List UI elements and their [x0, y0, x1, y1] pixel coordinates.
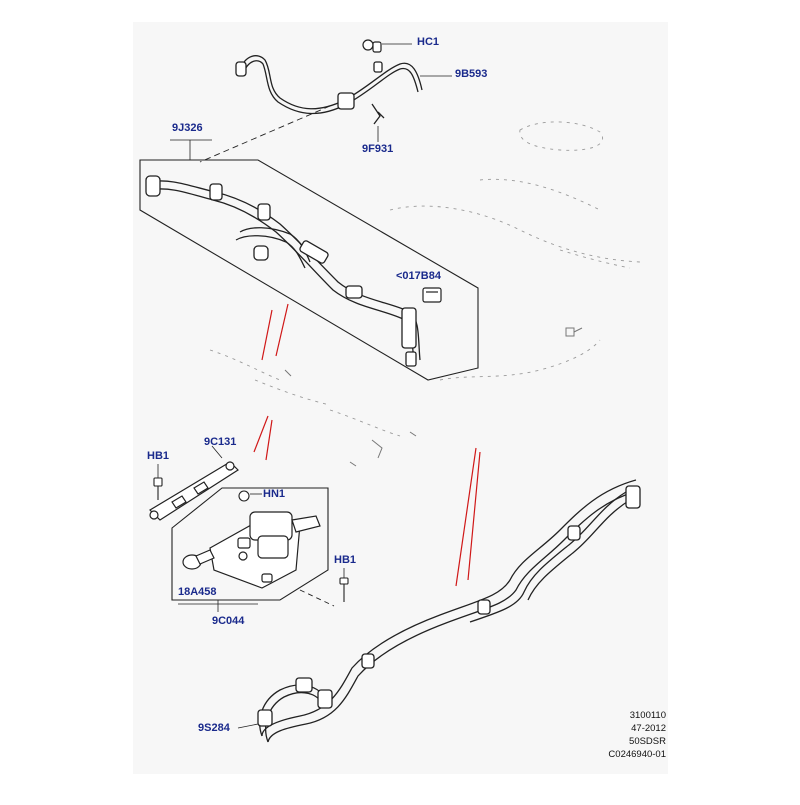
loose-fasteners-faded	[284, 327, 583, 467]
valve-box-9C044	[171, 487, 329, 612]
red-reference-marks	[253, 303, 481, 587]
label-HB1-left: HB1	[147, 450, 170, 462]
fuel-hose-9B593	[235, 55, 423, 125]
label-HN1: HN1	[263, 488, 286, 500]
reference-line-3: 50SDSR	[629, 736, 666, 747]
bracket-9C131	[149, 461, 239, 521]
diagram-panel	[133, 22, 668, 774]
clip-HC1	[362, 39, 412, 53]
reference-block: 3100110 47-2012 50SDSR C0246940-01	[608, 709, 666, 761]
connector-18A458	[182, 549, 215, 570]
label-9S284: 9S284	[198, 722, 230, 734]
leader-9C131	[211, 445, 223, 459]
label-18A458: 18A458	[178, 586, 217, 598]
reference-line-4: C0246940-01	[608, 749, 666, 760]
harness-box-9J326	[139, 139, 479, 381]
bolt-dashed-line	[299, 589, 335, 607]
lower-fuel-lines-9S284	[257, 479, 641, 743]
reference-line-2: 47-2012	[631, 723, 666, 734]
label-9J326: 9J326	[172, 122, 203, 134]
assembly-dashed-line	[199, 105, 331, 163]
clip-HN1	[238, 490, 262, 502]
purge-valve-assembly	[209, 511, 321, 589]
leader-9S284	[237, 723, 259, 729]
reference-line-1: 3100110	[629, 710, 666, 721]
fuel-line-assembly	[145, 175, 421, 367]
label-9C131: 9C131	[204, 436, 237, 448]
label-9C044: 9C044	[212, 615, 245, 627]
clip-017B84	[422, 287, 442, 303]
bolt-HB1-right	[339, 568, 349, 602]
bolt-HB1-left	[153, 464, 163, 500]
label-HC1: HC1	[417, 36, 440, 48]
vehicle-body-outline	[209, 121, 641, 437]
label-017B84: <017B84	[396, 270, 441, 282]
label-9B593: 9B593	[455, 68, 488, 80]
label-9F931: 9F931	[362, 143, 394, 155]
label-HB1-right: HB1	[334, 554, 357, 566]
